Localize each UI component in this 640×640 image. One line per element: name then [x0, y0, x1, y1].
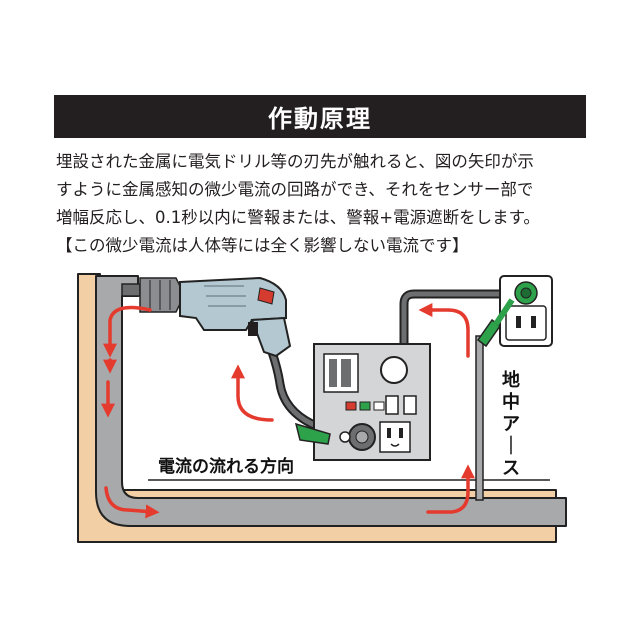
ground-label-char: 中 [502, 391, 520, 413]
outlet-icon [379, 421, 411, 453]
arrow-up-right [426, 464, 475, 514]
ground-clip-icon [476, 298, 515, 348]
description-line: 【この微少電流は人体等には全く影響しない電流です】 [56, 236, 469, 255]
ground-label-char: ｜ [502, 435, 520, 457]
drill-icon [121, 276, 292, 358]
embedded-metal-pipe [95, 275, 567, 527]
wall-outlet [499, 275, 553, 347]
ground-rod [475, 335, 484, 501]
arrow-top-right [418, 303, 470, 358]
description: 埋設された金属に電気ドリル等の刃先が触れると、図の矢印が示 すように金属感知の微… [56, 148, 596, 260]
current-direction-label: 電流の流れる方向 [158, 456, 294, 477]
device-clip [294, 422, 331, 445]
description-line: 増幅反応し、0.1秒以内に警報または、警報+電源遮断をします。 [56, 208, 540, 227]
alarm-lamp-icon [345, 401, 357, 411]
current-arrows [101, 303, 475, 519]
description-line: 埋設された金属に電気ドリル等の刃先が触れると、図の矢印が示 [56, 152, 534, 171]
ground-label-char: ア [502, 414, 520, 435]
arrow-bottom-corner [104, 486, 160, 519]
description-line: すように金属感知の微少電流の回路ができ、それをセンサー部で [56, 180, 534, 199]
arrow-up-drill [231, 364, 274, 422]
ground-label: 地 中 ア ｜ ス [502, 369, 526, 479]
ground-label-char: 地 [502, 369, 520, 391]
arrow-down-left [103, 305, 152, 358]
page-title: 作動原理 [268, 105, 372, 133]
sensor-device [313, 343, 431, 461]
title-bar: 作動原理 [54, 95, 586, 138]
ground-label-char: ス [502, 458, 520, 479]
